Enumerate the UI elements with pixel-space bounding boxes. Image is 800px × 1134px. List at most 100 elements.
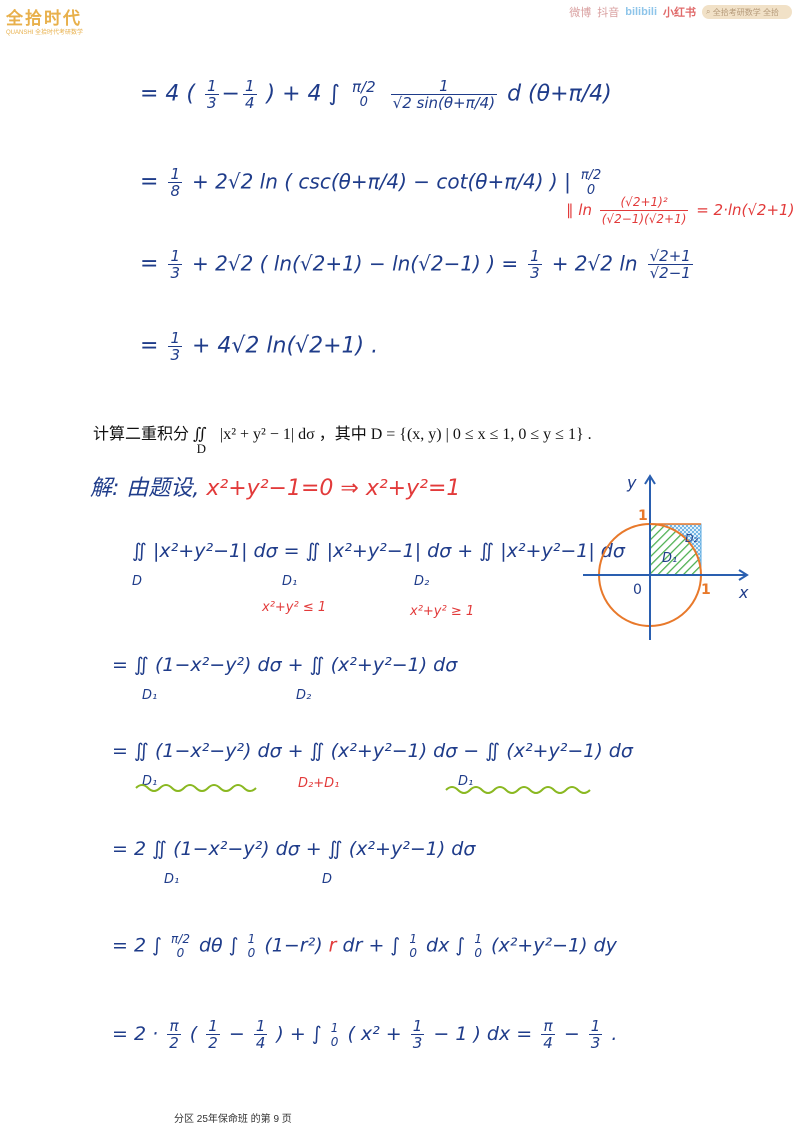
s6-d: ) + ∫ (276, 1023, 322, 1045)
weibo-icon[interactable]: 微博 (569, 7, 592, 19)
problem-statement: 计算二重积分 ∬D |x² + y² − 1| dσ ，其中 D = {(x, … (93, 420, 592, 456)
step-3-d2: D₂+D₁ (298, 776, 340, 791)
brand-subtitle: QUANSHI 全拾时代考研数学 (6, 30, 84, 36)
xiaohongshu-icon[interactable]: 小红书 (663, 7, 696, 19)
s6-h: − (563, 1023, 580, 1045)
y-axis-label: y (626, 473, 637, 492)
solution-header: 解: 由题设, x²+y²−1=0 ⇒ x²+y²=1 (90, 470, 460, 502)
step-2-d1: D₁ (142, 688, 158, 703)
brand-logo: 全拾时代 QUANSHI 全拾时代考研数学 (6, 4, 83, 36)
y-axis-arrow (644, 474, 656, 485)
l3-part-b: + 2√2 ( ln(√2+1) − ln(√2−1) ) = (191, 251, 519, 276)
problem-region-d: D (196, 441, 207, 456)
l4-part-a: = (140, 333, 159, 359)
note-equals: ∥ (566, 201, 574, 219)
l1-part-a: = 4 ( (140, 81, 195, 107)
solution-jie: 解: 由题设, (90, 476, 200, 501)
wavy-underlines (135, 784, 591, 794)
douyin-icon[interactable]: 抖音 (597, 7, 620, 19)
d1-label: D₁ (662, 551, 677, 566)
problem-text-a: 计算二重积分 ∬ (93, 426, 207, 443)
s6-c: − (228, 1023, 245, 1045)
step-4-d: D (322, 872, 333, 887)
social-bar: 微博 抖音 bilibili 小红书 ⌕ 全拾考研数学 全拾 (569, 4, 792, 20)
step-2: = ∬ (1−x²−y²) dσ + ∬ (x²+y²−1) dσ (112, 654, 458, 676)
step-2-d2: D₂ (296, 688, 312, 703)
cond-inside: x²+y² ≤ 1 (262, 600, 327, 615)
search-icon: ⌕ (706, 7, 711, 16)
brand-title: 全拾时代 (6, 9, 82, 28)
x-axis-arrow (738, 569, 749, 581)
implies-arrow: ⇒ (340, 476, 359, 501)
note-frac: (√2+1)²(√2−1)(√2+1) (599, 195, 689, 226)
region-diagram: y x 0 1 1 D₁ D₂ (583, 473, 749, 640)
frac-sqrt: √2+1√2−1 (647, 247, 693, 282)
problem-text-b: |x² + y² − 1| dσ ，其中 D = {(x, y) | 0 ≤ x… (220, 426, 592, 443)
step-4-d1: D₁ (164, 872, 180, 887)
l1-part-c: d (θ+π/4) (507, 81, 612, 107)
l4-part-b: + 4√2 ln(√2+1) . (191, 333, 379, 359)
circle-eq: x²+y²−1=0 (206, 476, 334, 501)
s6-b: ( (189, 1023, 198, 1045)
step-3-d3: D₁ (458, 774, 474, 789)
step-3: = ∬ (1−x²−y²) dσ + ∬ (x²+y²−1) dσ − ∬ (x… (112, 740, 633, 762)
l3-part-c: + 2√2 ln (551, 251, 638, 276)
step-1-d: D (132, 574, 143, 589)
step-1-d2: D₂ (414, 574, 430, 589)
d2-label: D₂ (685, 532, 698, 545)
s5-c: (1−r²) (264, 934, 323, 957)
l3-part-a: = (140, 251, 159, 277)
s6-e: ( x² + (347, 1023, 402, 1045)
wavy-underline-2 (445, 786, 591, 794)
note-ln: ln (578, 201, 592, 219)
origin-label: 0 (633, 582, 642, 598)
x-one-label: 1 (701, 582, 711, 598)
page-footer: 分区 25年保命班 的第 9 页 (174, 1114, 292, 1125)
cond-outside: x²+y² ≥ 1 (410, 604, 475, 619)
s6-a: = 2 · (112, 1023, 159, 1045)
frac-integrand-1: 1√2 sin(θ+π/4) (390, 77, 498, 112)
step-1-d1: D₁ (282, 574, 298, 589)
s5-b: dθ ∫ (199, 934, 239, 957)
l1-part-b: ) + 4 ∫ (266, 81, 340, 107)
wavy-underline-1 (135, 784, 257, 792)
y-one-label: 1 (638, 508, 648, 524)
search-text: 全拾考研数学 全拾 (712, 7, 779, 17)
side-note: ∥ ln (√2+1)²(√2−1)(√2+1) = 2·ln(√2+1) (566, 194, 794, 227)
step-4: = 2 ∬ (1−x²−y²) dσ + ∬ (x²+y²−1) dσ (112, 838, 476, 860)
s5-d: dr + ∫ (342, 934, 401, 957)
s5-f: (x²+y²−1) dy (491, 934, 617, 957)
s5-jacobian-r: r (328, 934, 337, 957)
search-box[interactable]: ⌕ 全拾考研数学 全拾 (702, 5, 792, 19)
s5-e: dx ∫ (426, 934, 466, 957)
x-axis-label: x (738, 583, 749, 602)
bilibili-icon[interactable]: bilibili (625, 6, 657, 18)
step-1: ∬ |x²+y²−1| dσ = ∬ |x²+y²−1| dσ + ∬ |x²+… (132, 540, 625, 562)
s6-i: . (611, 1023, 618, 1045)
l2-part-a: = (140, 169, 159, 195)
